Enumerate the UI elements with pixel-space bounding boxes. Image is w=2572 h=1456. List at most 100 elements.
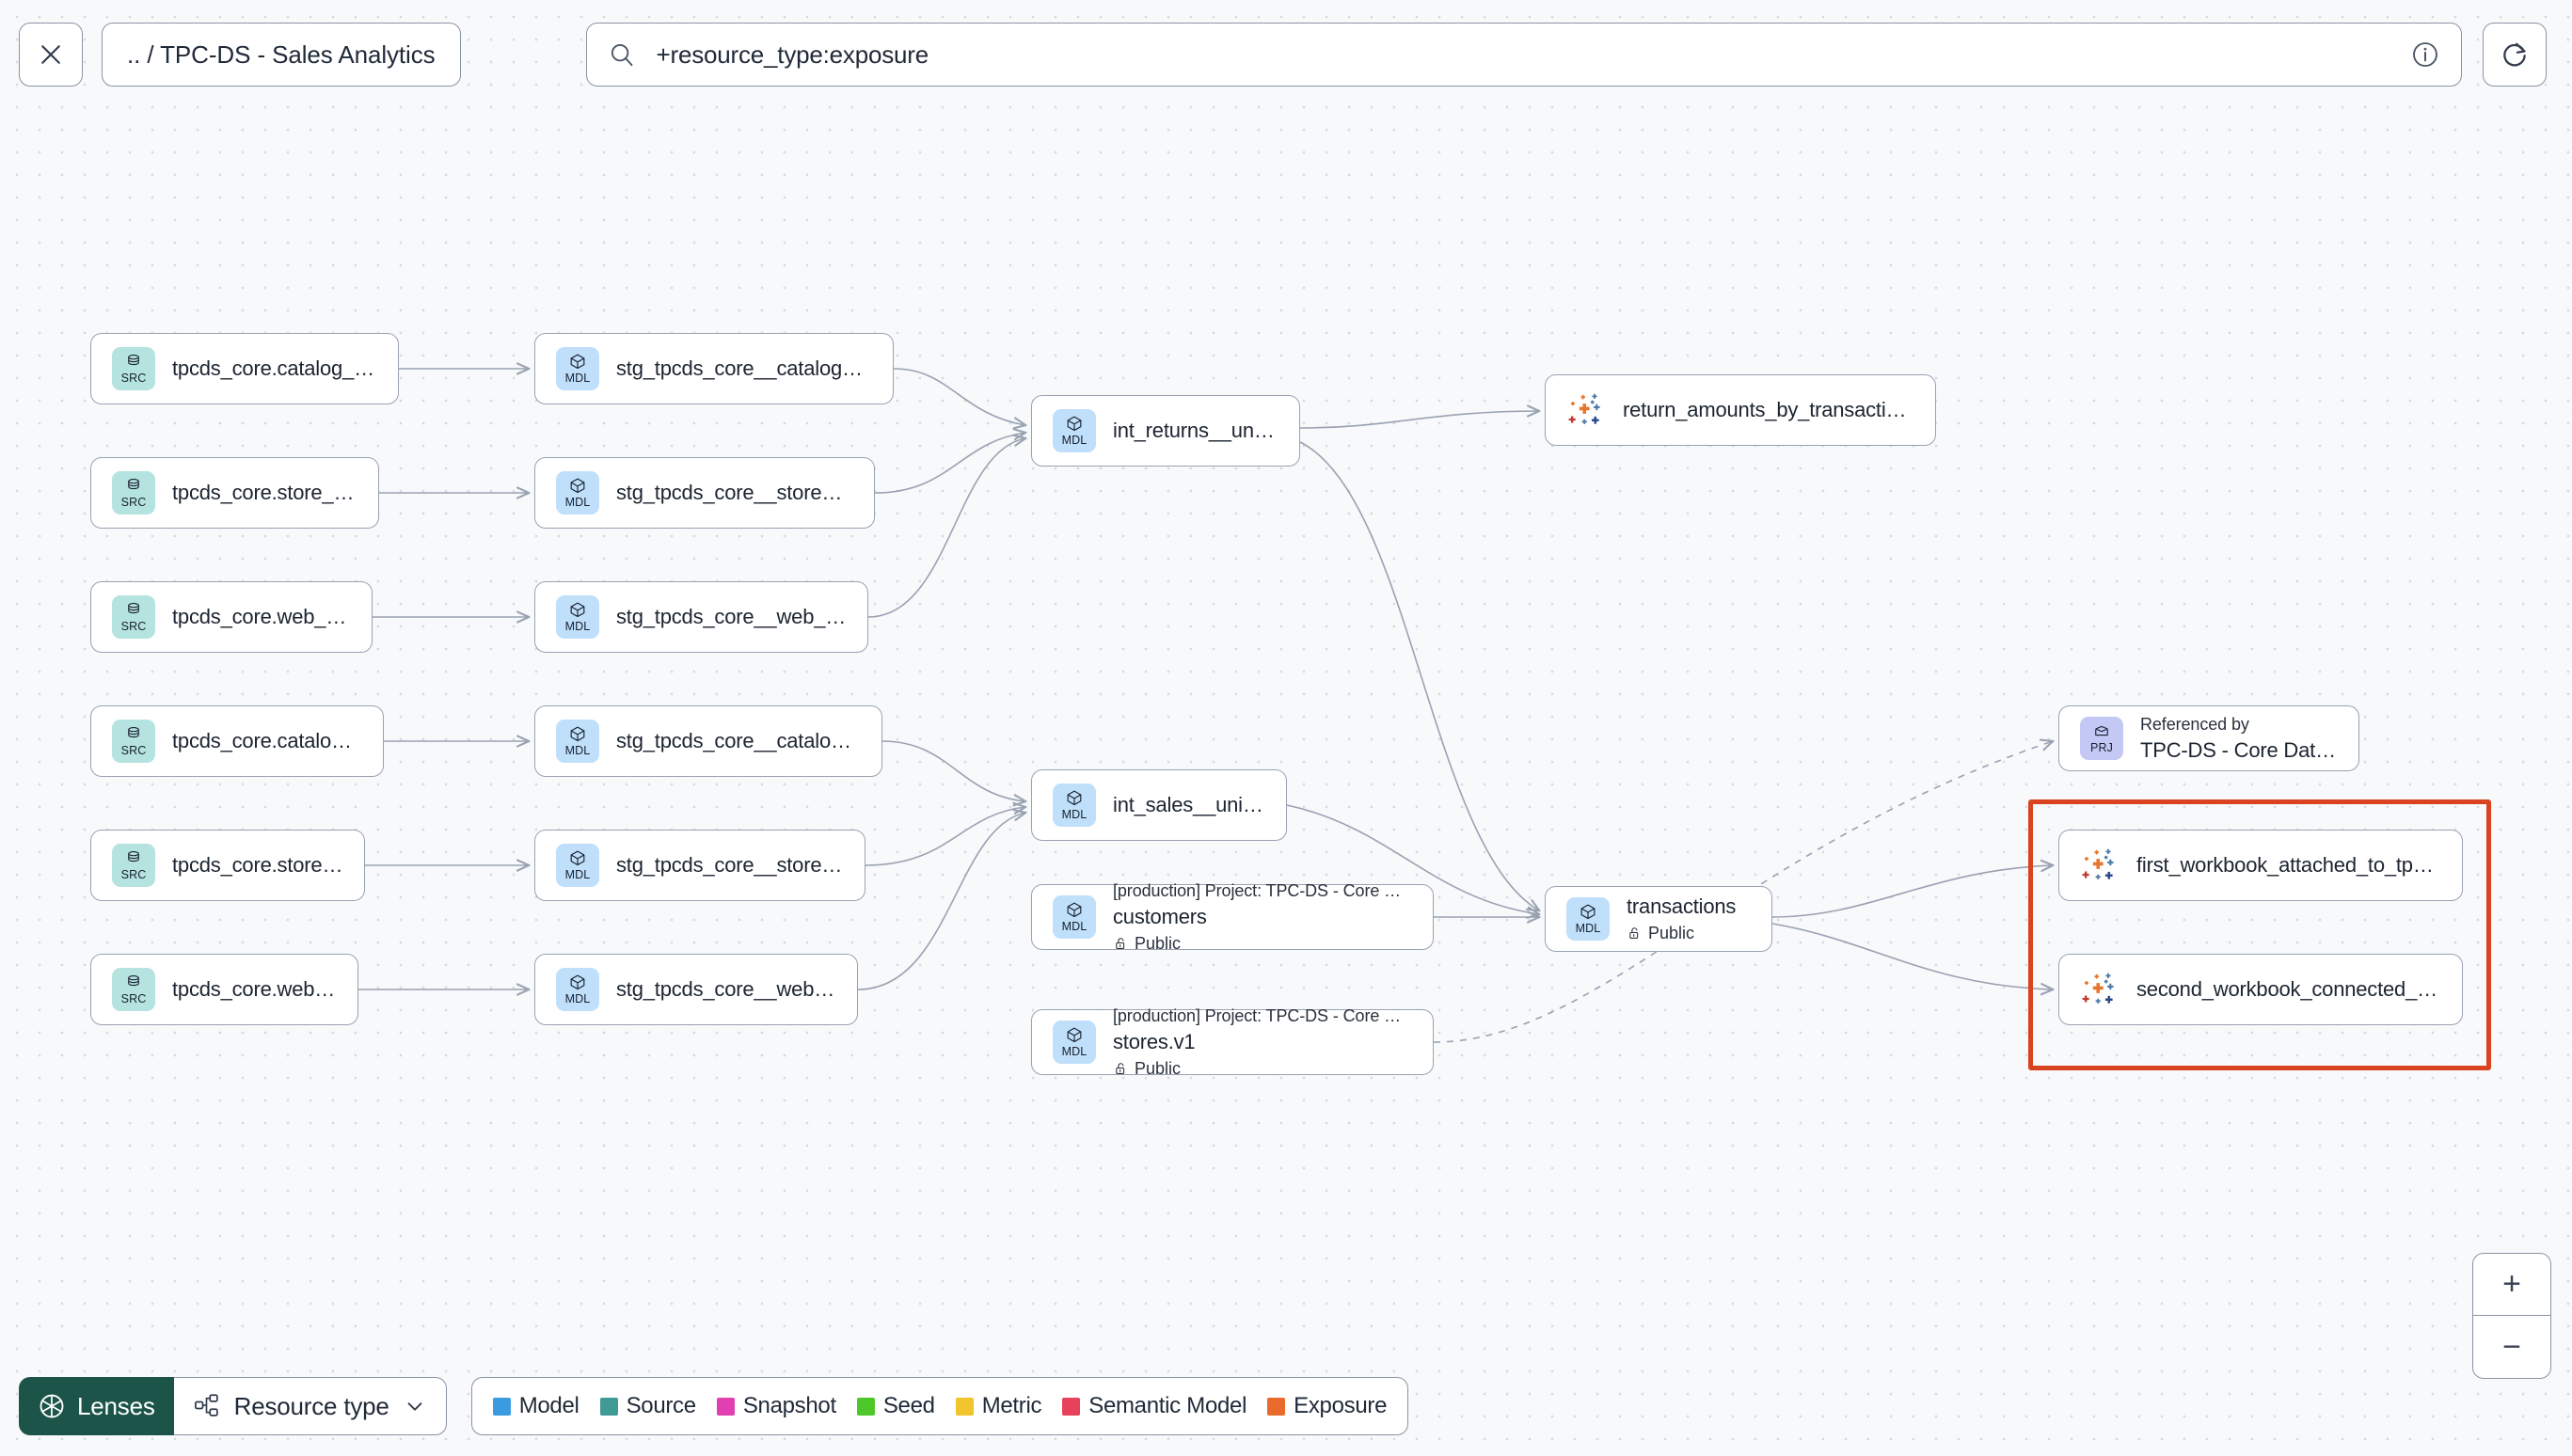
zoom-in-button[interactable]: + bbox=[2473, 1254, 2550, 1316]
legend-item-seed[interactable]: Seed bbox=[856, 1393, 935, 1419]
legend-label: Metric bbox=[981, 1393, 1042, 1418]
legend-label: Snapshot bbox=[742, 1393, 836, 1418]
node-title: stores.v1 bbox=[1113, 1029, 1196, 1053]
node-labels: second_workbook_connected_to_live… bbox=[2136, 977, 2441, 1002]
graph-node-src_catalog_sales[interactable]: SRC tpcds_core.catalog_sales bbox=[90, 705, 384, 777]
search-input[interactable] bbox=[635, 40, 2410, 70]
cube-icon bbox=[1579, 903, 1597, 922]
cube-icon bbox=[568, 973, 587, 992]
graph-node-first_workbook[interactable]: first_workbook_attached_to_tpc-ds_-_… bbox=[2058, 830, 2463, 901]
info-icon[interactable] bbox=[2410, 40, 2440, 70]
legend-item-model[interactable]: Model bbox=[492, 1393, 579, 1419]
node-title: tpcds_core.store_sales bbox=[172, 853, 343, 877]
legend-item-snapshot[interactable]: Snapshot bbox=[716, 1393, 836, 1419]
hierarchy-icon bbox=[194, 1394, 218, 1416]
node-type-label: MDL bbox=[1061, 920, 1088, 934]
aperture-icon bbox=[40, 1394, 64, 1418]
breadcrumb[interactable]: .. / TPC-DS - Sales Analytics bbox=[102, 23, 461, 87]
graph-node-second_workbook[interactable]: second_workbook_connected_to_live… bbox=[2058, 954, 2463, 1025]
database-icon bbox=[124, 725, 143, 744]
resource-type-legend: Model Source Snapshot Seed Metric Semantic Mo… bbox=[470, 1377, 1409, 1435]
legend-swatch bbox=[955, 1397, 974, 1416]
node-title: first_workbook_attached_to_tpc-ds_-_… bbox=[2136, 853, 2441, 877]
node-labels: tpcds_core.catalog_returns bbox=[172, 356, 377, 381]
node-title: tpcds_core.web_sales bbox=[172, 977, 337, 1001]
legend-item-metric[interactable]: Metric bbox=[955, 1393, 1042, 1419]
graph-node-return_amounts[interactable]: return_amounts_by_transaction_type bbox=[1545, 374, 1936, 446]
legend-swatch bbox=[1062, 1397, 1081, 1416]
legend-swatch bbox=[599, 1397, 618, 1416]
refresh-icon bbox=[2502, 42, 2526, 67]
close-button[interactable] bbox=[19, 23, 83, 87]
node-subtitle: Referenced by bbox=[2140, 714, 2249, 734]
resource-type-dropdown[interactable]: Resource type bbox=[173, 1377, 447, 1435]
graph-node-src_catalog_returns[interactable]: SRC tpcds_core.catalog_returns bbox=[90, 333, 399, 404]
legend-swatch bbox=[492, 1397, 511, 1416]
database-icon bbox=[124, 849, 143, 868]
node-type-badge-src: SRC bbox=[112, 595, 155, 639]
graph-node-stg_catalog_sales[interactable]: MDL stg_tpcds_core__catalog_sales bbox=[534, 705, 882, 777]
database-icon bbox=[124, 973, 143, 992]
lens-control-group: Lenses Resource type bbox=[19, 1377, 447, 1435]
node-labels: tpcds_core.catalog_sales bbox=[172, 729, 362, 753]
node-type-label: MDL bbox=[1061, 808, 1088, 822]
lenses-button[interactable]: Lenses bbox=[19, 1377, 174, 1435]
graph-node-src_store_sales[interactable]: SRC tpcds_core.store_sales bbox=[90, 830, 365, 901]
graph-node-stg_catalog_returns[interactable]: MDL stg_tpcds_core__catalog_returns bbox=[534, 333, 894, 404]
tableau-icon bbox=[1568, 393, 1600, 424]
node-title: tpcds_core.store_returns bbox=[172, 481, 357, 504]
node-title: stg_tpcds_core__catalog_returns bbox=[616, 356, 872, 380]
node-title: stg_tpcds_core__web_sales bbox=[616, 977, 836, 1001]
node-title: second_workbook_connected_to_live… bbox=[2136, 977, 2441, 1001]
node-type-label: SRC bbox=[120, 372, 147, 386]
node-title: stg_tpcds_core__catalog_sales bbox=[616, 729, 861, 752]
graph-node-int_sales_unioned[interactable]: MDL int_sales__unioned bbox=[1031, 769, 1287, 841]
database-icon bbox=[124, 477, 143, 496]
cube-icon bbox=[1065, 901, 1084, 920]
resource-type-label: Resource type bbox=[233, 1391, 389, 1420]
legend-swatch bbox=[856, 1397, 875, 1416]
legend-item-source[interactable]: Source bbox=[599, 1393, 697, 1419]
close-icon bbox=[41, 45, 60, 64]
node-type-badge-src: SRC bbox=[112, 471, 155, 514]
graph-node-customers[interactable]: MDL[production] Project: TPC-DS - Core D… bbox=[1031, 881, 1434, 953]
node-type-label: MDL bbox=[564, 744, 591, 758]
node-type-badge-mdl: MDL bbox=[556, 595, 599, 639]
node-type-badge-src: SRC bbox=[112, 720, 155, 763]
node-labels: tpcds_core.store_sales bbox=[172, 853, 343, 878]
node-type-badge-mdl: MDL bbox=[556, 347, 599, 390]
zoom-out-button[interactable]: − bbox=[2473, 1316, 2550, 1378]
graph-node-stg_web_sales[interactable]: MDL stg_tpcds_core__web_sales bbox=[534, 954, 858, 1025]
legend-label: Exposure bbox=[1294, 1393, 1388, 1418]
node-title: int_sales__unioned bbox=[1113, 793, 1265, 816]
legend-label: Model bbox=[518, 1393, 579, 1418]
node-type-badge-src: SRC bbox=[112, 844, 155, 887]
legend-item-semantic-model[interactable]: Semantic Model bbox=[1062, 1393, 1246, 1419]
legend-label: Source bbox=[626, 1393, 697, 1418]
graph-node-src_store_returns[interactable]: SRC tpcds_core.store_returns bbox=[90, 457, 379, 529]
search-bar[interactable] bbox=[585, 23, 2462, 87]
legend-item-exposure[interactable]: Exposure bbox=[1267, 1393, 1387, 1419]
cube-icon bbox=[568, 601, 587, 620]
search-icon bbox=[608, 40, 636, 69]
cube-icon bbox=[568, 477, 587, 496]
node-type-label: MDL bbox=[564, 992, 591, 1006]
refresh-button[interactable] bbox=[2482, 23, 2547, 87]
node-type-badge-mdl: MDL bbox=[556, 968, 599, 1011]
node-labels: tpcds_core.web_sales bbox=[172, 977, 337, 1002]
zoom-controls: + − bbox=[2472, 1253, 2551, 1379]
node-visibility-label: Public bbox=[1648, 924, 1695, 942]
node-type-label: PRJ bbox=[2090, 741, 2113, 755]
graph-node-stores_v1[interactable]: MDL[production] Project: TPC-DS - Core D… bbox=[1031, 1006, 1434, 1078]
node-labels: stg_tpcds_core__web_sales bbox=[616, 977, 836, 1002]
chevron-down-icon bbox=[407, 1402, 422, 1411]
